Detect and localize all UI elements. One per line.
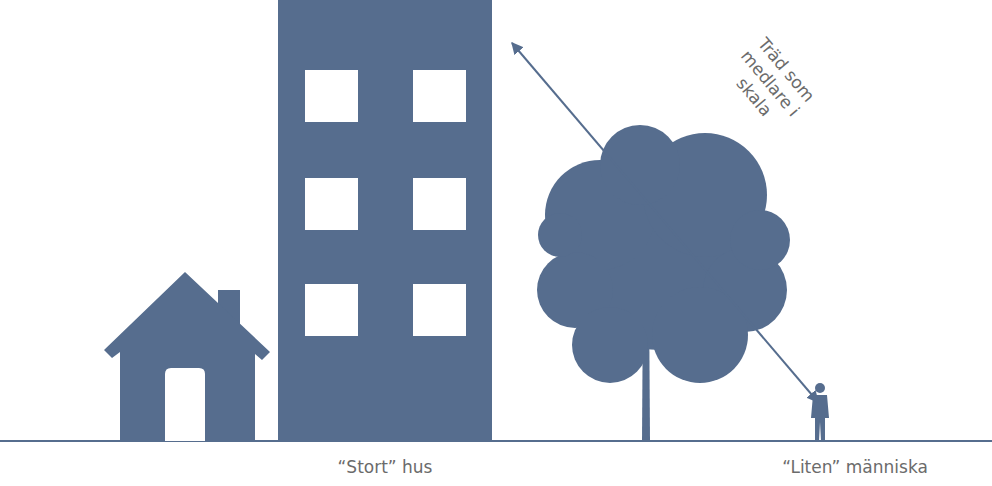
window — [305, 178, 358, 230]
window — [413, 284, 466, 336]
person-body — [811, 395, 829, 441]
tall-building — [278, 0, 492, 441]
window — [413, 178, 466, 230]
person-figure — [811, 383, 829, 441]
house-door — [165, 368, 205, 441]
window — [305, 70, 358, 122]
caption-label: “Stort” hus — [285, 457, 485, 478]
tree-canopy — [730, 210, 790, 270]
tree-canopy — [652, 287, 748, 383]
window — [413, 70, 466, 122]
tree-canopy — [572, 307, 648, 383]
tree-canopy — [538, 213, 582, 257]
person-head — [815, 383, 825, 393]
caption-label: “Liten” människa — [745, 457, 965, 478]
tree — [537, 125, 790, 441]
rotated-note: Träd som medlare i skala — [712, 23, 827, 143]
window — [305, 284, 358, 336]
building-body — [278, 0, 492, 441]
small-house — [104, 272, 270, 441]
house-body — [104, 272, 270, 441]
